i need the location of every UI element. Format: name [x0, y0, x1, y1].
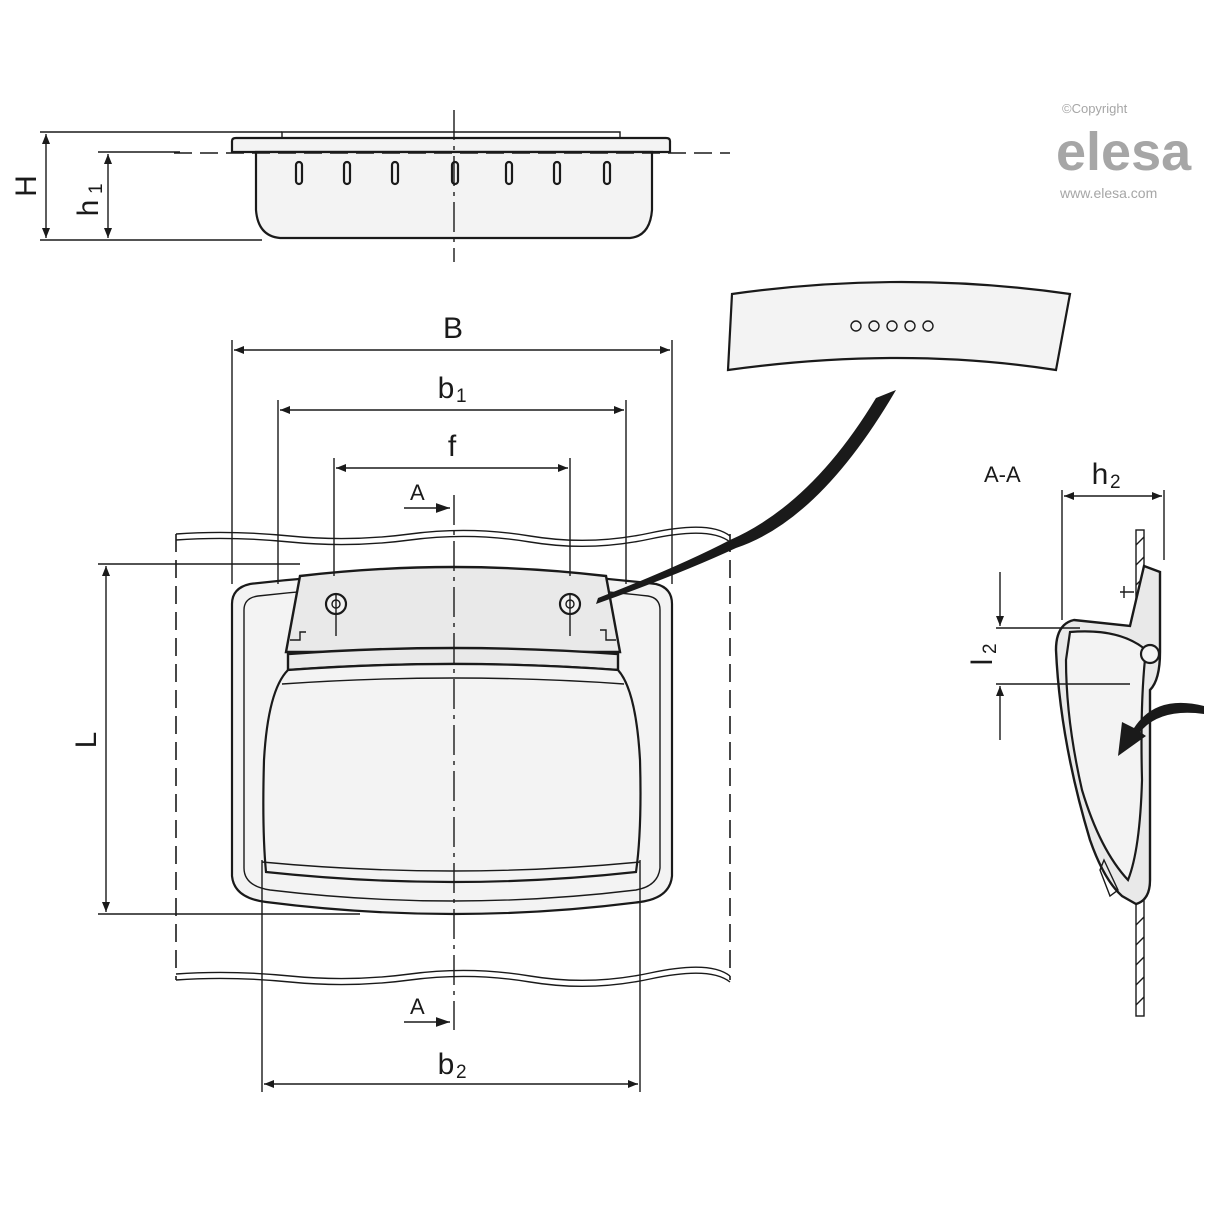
section-marker-bottom: A: [410, 994, 425, 1019]
copyright-block: ©Copyright elesa www.elesa.com: [1056, 101, 1192, 201]
copyright-text: ©Copyright: [1062, 101, 1128, 116]
svg-text:2: 2: [456, 1062, 467, 1083]
detail-leader: [596, 390, 896, 604]
dim-f-label: f: [448, 430, 457, 463]
side-flange: [230, 136, 672, 154]
section-marker-top: A: [410, 480, 425, 505]
dim-H-label: H: [10, 175, 43, 197]
section-title: A-A: [984, 462, 1021, 487]
dim-l2-label: l 2: [966, 643, 1001, 665]
svg-text:h: h: [1092, 458, 1109, 491]
dim-h1-label: h 1: [72, 183, 107, 216]
lever-paddle: [262, 662, 642, 884]
dim-h2-label: h 2: [1092, 458, 1121, 493]
dim-L-label: L: [70, 732, 103, 749]
svg-text:b: b: [438, 1048, 455, 1081]
panel-break-bottom: [175, 966, 731, 982]
screw-right: [558, 592, 582, 636]
svg-text:2: 2: [980, 643, 1001, 654]
panel-break-top: [175, 526, 731, 542]
screw-left: [324, 592, 348, 636]
dim-b1-label: b 1: [438, 372, 467, 407]
section-view: A-A h 2 l 2: [966, 458, 1204, 1017]
svg-text:1: 1: [456, 386, 467, 407]
front-view: B b 1 f A A L b 2: [70, 312, 731, 1092]
side-view: H h 1: [10, 110, 730, 262]
section-pivot: [1139, 643, 1161, 665]
detail-holes: [850, 320, 934, 332]
svg-text:h: h: [72, 200, 105, 217]
dim-B-label: B: [443, 312, 463, 345]
copyright-url: www.elesa.com: [1059, 185, 1157, 201]
detail-part: [726, 280, 1072, 372]
hinge-block: [284, 565, 622, 654]
dim-b2-label: b 2: [438, 1048, 467, 1083]
svg-text:b: b: [438, 372, 455, 405]
rotation-arrow: [1118, 702, 1204, 756]
side-flange-top: [281, 131, 621, 138]
svg-text:l: l: [966, 659, 999, 666]
svg-text:2: 2: [1110, 472, 1121, 493]
detail-callout: [596, 280, 1072, 604]
section-lever: [1064, 630, 1148, 883]
elesa-logo: elesa: [1056, 122, 1192, 182]
svg-text:1: 1: [86, 183, 107, 194]
